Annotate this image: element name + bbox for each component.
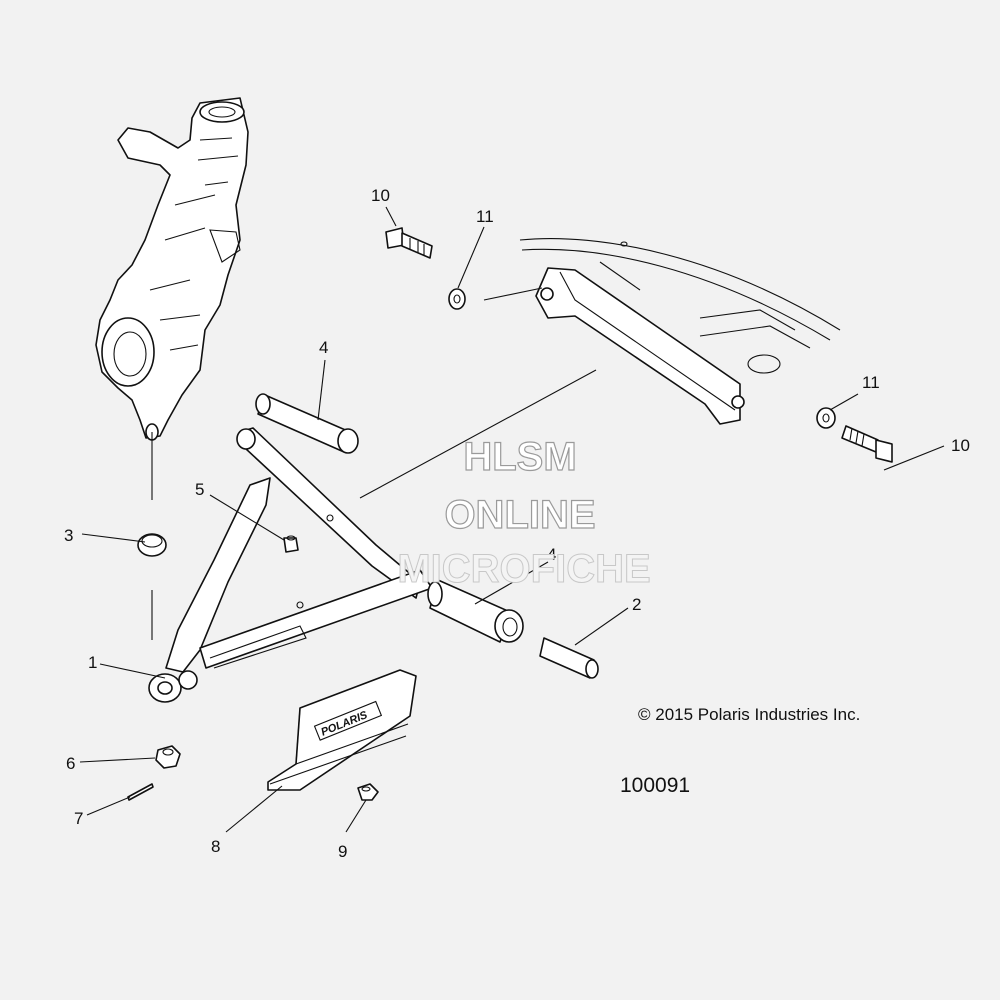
steering-knuckle xyxy=(95,97,249,441)
frame-crossmember xyxy=(519,238,841,425)
frame-bolt-lower xyxy=(841,425,893,463)
callout-6: 6 xyxy=(66,754,75,773)
figure-number: 100091 xyxy=(620,774,690,797)
callout-1: 1 xyxy=(88,653,97,672)
washer-upper xyxy=(448,288,466,310)
callout-4-lower: 4 xyxy=(547,545,556,564)
callout-2: 2 xyxy=(632,595,641,614)
callout-10-lower: 10 xyxy=(951,436,970,455)
callout-leaders xyxy=(79,206,945,833)
bushing-sleeve xyxy=(539,637,599,679)
copyright-notice: © 2015 Polaris Industries Inc. xyxy=(638,705,860,724)
callout-7: 7 xyxy=(74,809,83,828)
frame-bolt-upper xyxy=(385,227,433,259)
castle-nut xyxy=(155,745,181,769)
watermark-line-1: HLSM xyxy=(463,435,576,479)
callout-5: 5 xyxy=(195,480,204,499)
watermark: HLSM ONLINE MICROFICHE xyxy=(397,434,651,591)
grease-fitting xyxy=(283,535,299,553)
callout-10-upper: 10 xyxy=(371,186,390,205)
callout-11-lower: 11 xyxy=(862,373,880,392)
washer-lower xyxy=(816,407,836,429)
callout-11-upper: 11 xyxy=(476,207,494,226)
callout-4-upper: 4 xyxy=(319,338,328,357)
dust-cap xyxy=(137,533,167,557)
skid-plate: POLARIS xyxy=(267,669,417,791)
callout-labels: 1 2 3 4 4 5 6 7 8 9 10 10 11 11 xyxy=(64,186,970,861)
callout-9: 9 xyxy=(338,842,347,861)
assembly-lines xyxy=(151,287,597,640)
callout-3: 3 xyxy=(64,526,73,545)
watermark-line-3: MICROFICHE xyxy=(397,547,650,591)
watermark-line-2: ONLINE xyxy=(444,493,595,537)
pivot-tube-lower xyxy=(427,579,524,643)
a-arm xyxy=(148,427,433,703)
pivot-tube-upper xyxy=(255,393,359,454)
skid-plate-bolt xyxy=(357,783,379,801)
callout-8: 8 xyxy=(211,837,220,856)
cotter-pin xyxy=(127,783,154,801)
